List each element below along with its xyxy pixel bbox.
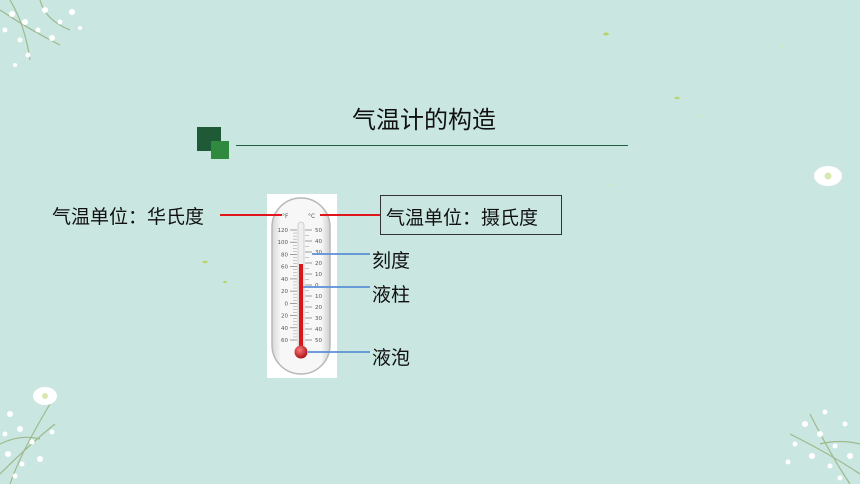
fahrenheit-scale: 120 100 80 60 40 20 0 20 40 60 bbox=[278, 228, 297, 344]
fahrenheit-tick-label: 40 bbox=[281, 277, 288, 283]
fahrenheit-unit-text: 气温单位：华氏度 bbox=[52, 206, 205, 228]
scale-label: 刻度 bbox=[372, 250, 411, 272]
flower-decoration-bottom-left bbox=[0, 387, 57, 484]
fahrenheit-tick-label: 20 bbox=[281, 314, 288, 320]
fahrenheit-unit-label: °F bbox=[282, 213, 289, 220]
fahrenheit-tick-label: 0 bbox=[285, 301, 289, 307]
celsius-tick-label: 40 bbox=[315, 239, 322, 245]
celsius-tick-label: 20 bbox=[315, 261, 322, 267]
liquid-column-label: 液柱 bbox=[372, 284, 411, 306]
celsius-tick-label: 30 bbox=[315, 250, 322, 256]
fahrenheit-tick-label: 80 bbox=[281, 252, 288, 258]
flower-decoration-bottom-right bbox=[785, 409, 860, 484]
celsius-unit-text: 气温单位：摄氏度 bbox=[386, 207, 539, 229]
fahrenheit-tick-label: 60 bbox=[281, 265, 288, 271]
celsius-tick-label: 50 bbox=[315, 228, 322, 234]
flower-decoration-top-left bbox=[0, 0, 82, 67]
celsius-tick-label: 20 bbox=[315, 305, 322, 311]
fahrenheit-tick-label: 40 bbox=[281, 326, 288, 332]
fahrenheit-tick-label: 60 bbox=[281, 338, 288, 344]
celsius-tick-label: 10 bbox=[315, 294, 322, 300]
celsius-tick-label: 0 bbox=[315, 283, 319, 289]
title-square-light bbox=[211, 141, 229, 159]
celsius-tick-label: 50 bbox=[315, 338, 322, 344]
celsius-tick-label: 10 bbox=[315, 272, 322, 278]
flower-decoration-right bbox=[814, 166, 842, 186]
celsius-unit-box bbox=[380, 195, 562, 235]
liquid-column bbox=[299, 264, 303, 352]
bulb-label: 液泡 bbox=[372, 347, 411, 369]
fahrenheit-tick-label: 20 bbox=[281, 289, 288, 295]
slide-title: 气温计的构造 bbox=[352, 106, 496, 134]
fahrenheit-tick-label: 120 bbox=[278, 228, 289, 234]
title-underline bbox=[236, 145, 628, 146]
fahrenheit-tick-label: 100 bbox=[278, 240, 289, 246]
celsius-scale: 50 40 30 20 10 0 10 20 30 40 50 bbox=[305, 228, 322, 344]
celsius-tick-label: 40 bbox=[315, 327, 322, 333]
celsius-tick-label: 30 bbox=[315, 316, 322, 322]
celsius-unit-label: °C bbox=[308, 213, 315, 220]
liquid-bulb bbox=[294, 345, 308, 359]
